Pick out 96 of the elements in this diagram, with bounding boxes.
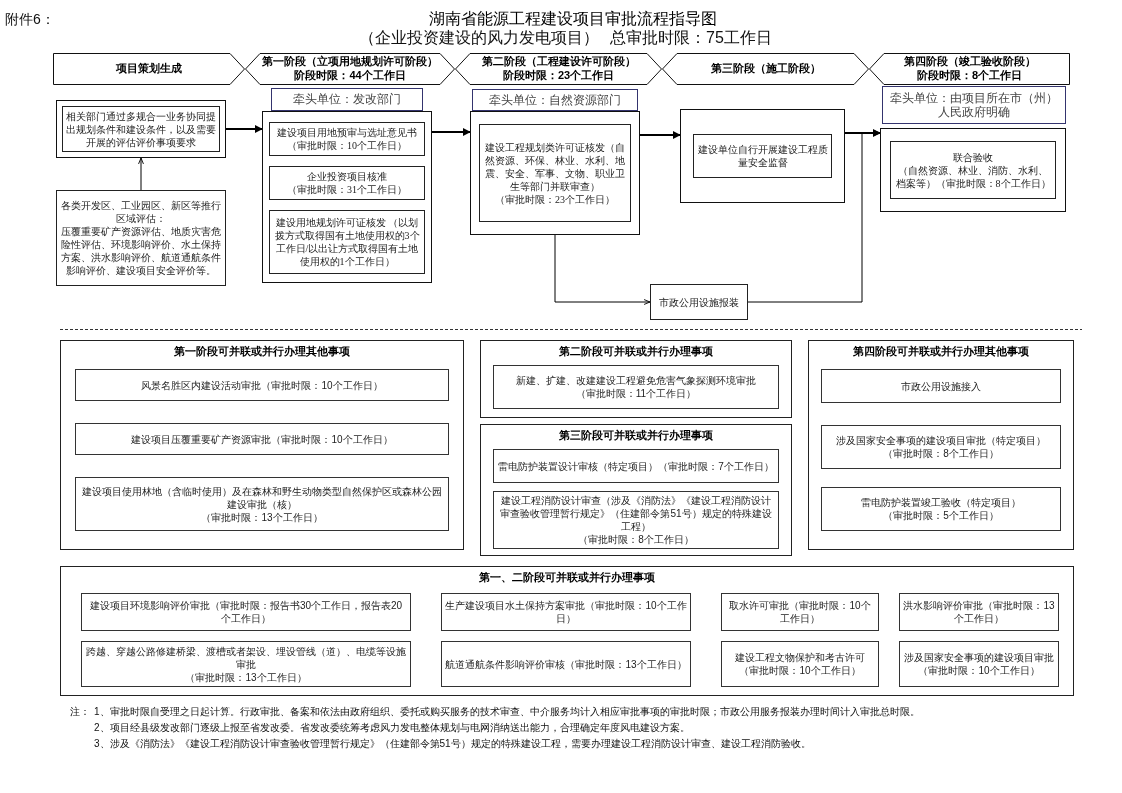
time-limit: （审批时限：8个工作日） <box>883 447 999 460</box>
flow-arrow <box>138 157 144 191</box>
stage-header <box>455 53 662 85</box>
task-name: 涉及国家安全事项的建设项目审批 <box>904 651 1054 664</box>
flow-arrow <box>431 128 471 136</box>
task-name: 建设工程消防设计审查（涉及《消防法》《建设工程消防设计审查验收管理暂行规定》（住建部令第51号）规定的特殊建设工程） <box>499 494 773 533</box>
time-limit: （审批时限：8个工作日） <box>578 533 694 546</box>
flow-arrow <box>747 130 881 303</box>
task-box: 建设项目环境影响评价审批（审批时限：报告书30个工作日，报告表20个工作日） <box>81 593 411 631</box>
task-name: 新建、扩建、改建建设工程避免危害气象探测环境审批 <box>516 374 756 387</box>
flow-arrow <box>639 131 681 139</box>
task-box: 生产建设项目水土保持方案审批（审批时限：10个工作日） <box>441 593 691 631</box>
time-limit: （审批时限：31个工作日） <box>287 183 407 196</box>
lead-unit-box: 牵头单位：自然资源部门 <box>472 89 638 111</box>
title: 湖南省能源工程建设项目审批流程指导图 <box>429 9 717 29</box>
process-box <box>269 122 425 156</box>
note: 3、涉及《消防法》《建设工程消防设计审查验收管理暂行规定》（住建部令第51号）规定的特殊建设工程，需要办理建设工程消防设计审查、建设工程消防验收。 <box>94 738 811 750</box>
lead-unit-box: 牵头单位：发改部门 <box>271 88 423 111</box>
task-name: 联合验收 <box>953 150 993 164</box>
stage-deadline: 阶段时限：8个工作日 <box>916 69 1023 83</box>
task-name: 雷电防护装置竣工验收（特定项目） <box>861 496 1021 509</box>
container-box <box>470 111 640 235</box>
group-panel <box>480 340 792 418</box>
flow-arrow <box>225 125 263 133</box>
task-box <box>81 641 411 687</box>
group-panel <box>60 340 464 550</box>
process-box <box>269 166 425 200</box>
process-box <box>56 190 226 286</box>
group-panel <box>480 424 792 556</box>
process-box <box>890 141 1056 199</box>
stage-header: 项目策划生成 <box>53 53 245 85</box>
task-name: 跨越、穿越公路修建桥梁、渡槽或者架设、埋设管线（道）、电缆等设施审批 <box>85 644 407 671</box>
evaluation-heading: 各类开发区、工业园区、新区等推行区域评估： <box>60 199 222 225</box>
task-name: 涉及国家安全事项的建设项目审批（特定项目） <box>836 434 1046 447</box>
time-limit: （审批时限：13个工作日） <box>201 510 323 524</box>
task-box: 雷电防护装置设计审核（特定项目）（审批时限：7个工作日） <box>493 449 779 483</box>
flow-arrow <box>844 129 881 137</box>
panel-heading: 第一、二阶段可并联或并行办理事项 <box>478 571 656 585</box>
note: 2、项目经县级发改部门逐级上报至省发改委。省发改委统筹考虑风力发电整体规划与电网消纳送出能力，合理确定年度风电建设方案。 <box>94 722 690 734</box>
time-limit: （审批时限：10个工作日） <box>739 664 861 677</box>
stage-name: 第一阶段（立项用地规划许可阶段） <box>262 55 438 69</box>
time-limit: （审批时限：10个工作日） <box>918 664 1040 677</box>
task-name: 建设工程文物保护和考古许可 <box>735 651 865 664</box>
stage-deadline: 阶段时限：44个工作日 <box>294 69 406 83</box>
time-limit: （审批时限：13个工作日） <box>185 670 307 684</box>
time-limit: （审批时限：23个工作日） <box>495 192 615 206</box>
task-box: 市政公用设施接入 <box>821 369 1061 403</box>
stage-header <box>869 53 1070 85</box>
task-name: 建设工程规划类许可证核发（自然资源、环保、林业、水利、地震、安全、军事、文物、职业卫生等部门并联审查） <box>484 140 626 193</box>
stage-header: 第三阶段（施工阶段） <box>662 53 869 85</box>
process-box: 建设单位自行开展建设工程质量安全监督 <box>693 134 832 178</box>
attachment-label: 附件6： <box>5 11 55 28</box>
evaluation-list: 压覆重要矿产资源评估、地质灾害危险性评估、环境影响评价、水土保持方案、洪水影响评价、航道通航条件影响评价、建设项目安全评价等。 <box>60 225 222 277</box>
task-box <box>821 487 1061 531</box>
task-box <box>821 425 1061 469</box>
total-time-limit: 总审批时限：75工作日 <box>610 28 772 48</box>
stage-name: 第四阶段（竣工验收阶段） <box>903 55 1036 69</box>
container-box <box>262 111 432 283</box>
process-box: 相关部门通过多规合一业务协同提出规划条件和建设条件，以及需要开展的评估评价事项要求 <box>62 106 220 152</box>
group-panel <box>60 566 1074 696</box>
group-panel <box>808 340 1074 550</box>
note: 1、审批时限自受理之日起计算。行政审批、备案和依法由政府组织、委托或购买服务的技术审查、中介服务均计入相应审批事项的审批时限；市政公用服务报装办理时间计入审批总时限。 <box>94 706 920 718</box>
time-limit: （审批时限：11个工作日） <box>575 387 697 400</box>
subtitle: （企业投资建设的风力发电项目） <box>359 28 599 48</box>
task-box: 洪水影响评价审批（审批时限：13个工作日） <box>899 593 1059 631</box>
task-box <box>899 641 1059 687</box>
stage-header <box>245 53 455 85</box>
task-name: 企业投资项目核准 <box>307 170 387 183</box>
task-box <box>493 365 779 409</box>
stage-name: 第二阶段（工程建设许可阶段） <box>481 55 636 69</box>
flow-arrow <box>554 234 651 305</box>
note-marker: 注： <box>70 706 90 718</box>
task-name: 建设项目用地预审与选址意见书 <box>277 126 417 139</box>
lead-unit-box: 牵头单位：由项目所在市（州）人民政府明确 <box>882 86 1066 124</box>
panel-heading: 第一阶段可并联或并行办理其他事项 <box>173 345 351 359</box>
container-box <box>680 109 845 203</box>
task-box: 航道通航条件影响评价审核（审批时限：13个工作日） <box>441 641 691 687</box>
container-box <box>880 128 1066 212</box>
time-limit: （审批时限：10个工作日） <box>287 139 407 152</box>
stage-deadline: 阶段时限：23个工作日 <box>502 69 615 83</box>
process-box: 市政公用设施报装 <box>650 284 748 320</box>
process-box <box>479 124 631 222</box>
process-box: 建设用地规划许可证核发 （以划拨方式取得国有土地使用权的3个工作日/以出让方式取得国有土地使用权的1个工作日） <box>269 210 425 274</box>
time-limit: （审批时限：5个工作日） <box>883 509 999 522</box>
task-name: 建设项目使用林地（含临时使用）及在森林和野生动物类型自然保护区或森林公园建设审批（核） <box>81 484 443 511</box>
task-box <box>493 491 779 549</box>
task-details: （自然资源、林业、消防、水利、档案等）（审批时限：8个工作日） <box>894 163 1052 190</box>
task-box <box>75 477 449 531</box>
panel-heading: 第四阶段可并联或并行办理其他事项 <box>852 345 1030 359</box>
task-box: 风景名胜区内建设活动审批（审批时限：10个工作日） <box>75 369 449 401</box>
task-box <box>721 641 879 687</box>
task-box: 建设项目压覆重要矿产资源审批（审批时限：10个工作日） <box>75 423 449 455</box>
panel-heading: 第三阶段可并联或并行办理事项 <box>558 429 714 443</box>
container-box <box>56 100 226 158</box>
panel-heading: 第二阶段可并联或并行办理事项 <box>558 345 714 359</box>
task-box: 取水许可审批（审批时限：10个工作日） <box>721 593 879 631</box>
